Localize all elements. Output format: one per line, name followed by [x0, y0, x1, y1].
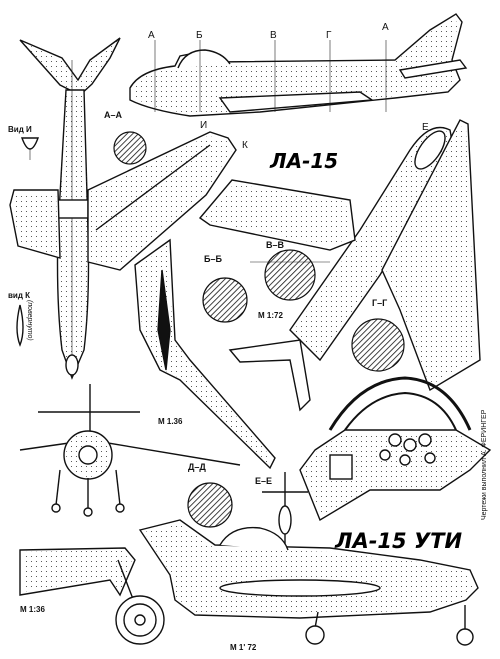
view-i-detail	[21, 137, 39, 160]
section-mark-k: К	[242, 140, 248, 151]
section-d-d	[187, 482, 233, 528]
section-mark-a2-top: А	[382, 22, 389, 33]
section-bb-label: Б–Б	[204, 254, 222, 264]
section-mark-i: И	[200, 120, 207, 131]
section-mark-a-top: А	[148, 30, 155, 41]
section-mark-e: Е	[422, 122, 429, 133]
scale-label-3: М 1:36	[20, 605, 45, 614]
section-mark-b-top: Б	[196, 30, 203, 41]
wing-underside-view	[134, 238, 276, 470]
section-mark-g-top: Г	[326, 30, 332, 41]
main-title: ЛА-15	[269, 149, 338, 173]
view-i-label: Вид И	[8, 125, 32, 134]
view-k-label: вид К	[8, 291, 30, 300]
view-k-detail	[16, 304, 24, 347]
section-mark-v-top: В	[270, 30, 277, 41]
cockpit-detail	[299, 376, 492, 522]
section-aa-label: А–А	[104, 110, 123, 120]
three-quarter-view	[198, 119, 481, 412]
side-view-upper	[129, 13, 468, 117]
front-view	[19, 384, 241, 517]
view-k-note: (повернуто)	[26, 300, 33, 341]
landing-gear-detail	[19, 547, 165, 645]
section-dd-label: Д–Д	[188, 462, 206, 472]
scale-label-2: М 1.36	[158, 417, 183, 426]
top-view-plan	[9, 37, 237, 380]
credit-text: Чертежи выполнил А. ФЕРИНГЕР	[481, 409, 488, 520]
trainer-side-view	[138, 519, 479, 646]
scale-label-4: М 1' 72	[230, 643, 257, 652]
section-vv-label: В–В	[266, 240, 285, 250]
section-e-e	[262, 472, 308, 545]
trainer-title: ЛА-15 УТИ	[334, 529, 462, 553]
section-ee-label: Е–Е	[255, 476, 272, 486]
scale-label-1: М 1:72	[258, 311, 283, 320]
section-gg-label: Г–Г	[372, 298, 387, 308]
